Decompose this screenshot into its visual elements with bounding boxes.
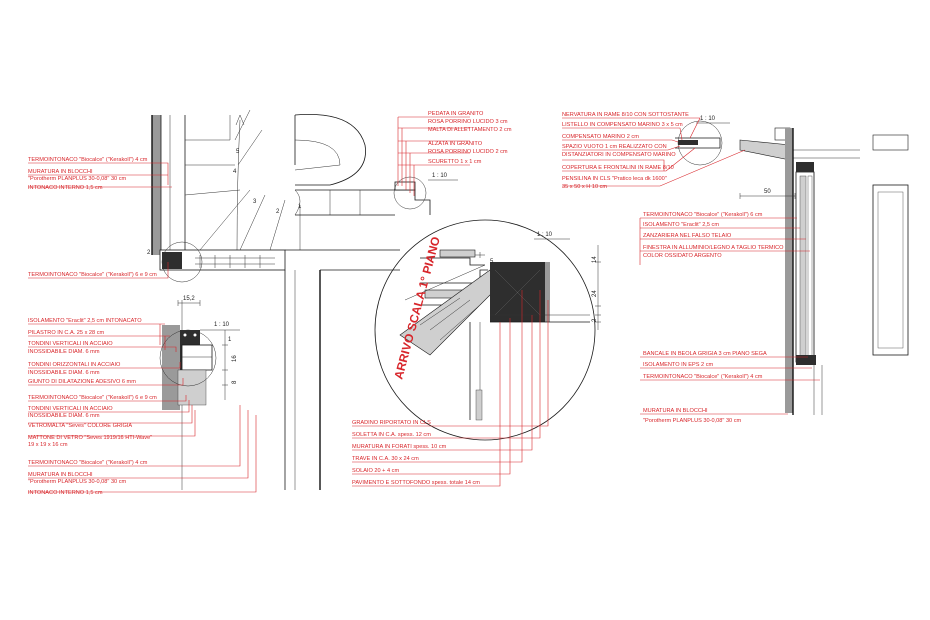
dimension-label: 1 (228, 337, 232, 343)
dimension-label: 14 (592, 256, 598, 263)
labels-left-mid: TERMOINTONACO "Biocalce" ("Kerakoll") 6 … (28, 272, 157, 278)
scale-label: 1 : 10 (537, 232, 553, 238)
labels-window-mid: TERMOINTONACO "Biocalce" ("Kerakoll") 6 … (643, 212, 784, 259)
step-number: 2 (276, 209, 280, 215)
dimension-label: 5 (490, 259, 494, 265)
annotation-label: PENSILINA IN CLS "Pratico leca dk 1600" (562, 176, 667, 182)
dimension-label: 50 (764, 189, 771, 195)
annotation-label: TERMOINTONACO "Biocalce" ("Kerakoll") 4 … (28, 157, 148, 163)
dimension-label: 8 (232, 380, 238, 384)
scale-label: 1 : 10 (214, 322, 230, 328)
column-detail: 15,2 1 16 8 1 : 10 (159, 296, 240, 490)
scale-label: 1 : 10 (432, 173, 448, 179)
annotation-label: COPERTURA E FRONTALINI IN RAME 8/10 (562, 165, 674, 171)
annotation-label: NERVATURA IN RAME 8/10 CON SOTTOSTANTE (562, 112, 689, 118)
dimension-label: 16 (232, 355, 238, 362)
annotation-label: PEDATA IN GRANITO (428, 111, 484, 117)
annotation-label: 35 x 50 x H 10 cm (562, 184, 607, 190)
labels-left-detail: ISOLAMENTO "Eraclit" 2,5 cm INTONACATO P… (28, 318, 157, 448)
labels-top-left: TERMOINTONACO "Biocalce" ("Kerakoll") 4 … (28, 157, 148, 191)
annotation-label: GIUNTO DI DILATAZIONE ADESIVO 6 mm (28, 379, 136, 385)
annotation-label: ALZATA IN GRANITO (428, 141, 483, 147)
annotation-label: TONDINI VERTICALI IN ACCIAIO (28, 406, 113, 412)
annotation-label: VETROMALTA "Seves" COLORE GRIGIA (28, 423, 132, 429)
annotation-label: INTONACO INTERNO 1,5 cm (28, 185, 103, 191)
labels-stair-top: PEDATA IN GRANITO ROSA PORRINO LUCIDO 3 … (428, 111, 512, 165)
step-number: 4 (233, 169, 237, 175)
annotation-label: PAVIMENTO E SOTTOFONDO spess. totale 14 … (352, 480, 480, 486)
labels-window-wall: MURATURA IN BLOCCHI "Porotherm PLANPLUS … (643, 408, 742, 424)
annotation-label: SOLETTA IN C.A. spess. 12 cm (352, 432, 431, 438)
annotation-label: INOSSIDABILE DIAM. 6 mm (28, 349, 100, 355)
labels-bottom-left: TERMOINTONACO "Biocalce" ("Kerakoll") 4 … (28, 460, 148, 496)
annotation-label: SPAZIO VUOTO 1 cm REALIZZATO CON (562, 144, 667, 150)
labels-window-bottom: BANCALE IN BEOLA GRIGIA 3 cm PIANO SEGA … (643, 351, 767, 380)
scale-label: 1 : 10 (700, 116, 716, 122)
annotation-label: MALTA DI ALLETTAMENTO 2 cm (428, 127, 512, 133)
annotation-label: "Porotherm PLANPLUS 30-0,08" 30 cm (28, 176, 127, 182)
annotation-label: GRADINO RIPORTATO IN CLS (352, 420, 431, 426)
dimension-label: 24 (592, 290, 598, 297)
annotation-label: INOSSIDABILE DIAM. 6 mm (28, 370, 100, 376)
annotation-label: PILASTRO IN C.A. 25 x 28 cm (28, 330, 105, 336)
annotation-label: SOLAIO 20 + 4 cm (352, 468, 399, 474)
annotation-label: MURATURA IN BLOCCHI (28, 472, 93, 478)
annotation-label: MURATURA IN FORATI spess. 10 cm (352, 444, 447, 450)
step-number: 3 (253, 199, 257, 205)
section-title: ARRIVO SCALA 1° PIANO (391, 235, 443, 381)
annotation-label: DISTANZIATORI IN COMPENSATO MARINO (562, 152, 676, 158)
annotation-label: TRAVE IN C.A. 30 x 24 cm (352, 456, 419, 462)
annotation-label: "Porotherm PLANPLUS 30-0,08" 30 cm (643, 418, 742, 424)
dimension-label: 2 (592, 318, 598, 322)
annotation-label: INOSSIDABILE DIAM. 6 mm (28, 413, 100, 419)
annotation-label: COMPENSATO MARINO 2 cm (562, 134, 639, 140)
annotation-label: ISOLAMENTO "Eraclit" 2,5 cm (643, 222, 719, 228)
annotation-label: ROSA PORRINO LUCIDO 2 cm (428, 149, 508, 155)
annotation-label: TERMOINTONACO "Biocalce" ("Kerakoll") 4 … (28, 460, 148, 466)
annotation-label: "Porotherm PLANPLUS 30-0,08" 30 cm (28, 479, 127, 485)
annotation-label: COLOR OSSIDATO ARGENTO (643, 253, 722, 259)
annotation-label: FINESTRA IN ALLUMINIO/LEGNO A TAGLIO TER… (643, 245, 784, 251)
annotation-label: TONDINI ORIZZONTALI IN ACCIAIO (28, 362, 121, 368)
window-section: 1 : 10 50 (675, 116, 909, 415)
annotation-label: ROSA PORRINO LUCIDO 3 cm (428, 119, 508, 125)
annotation-label: TERMOINTONACO "Biocalce" ("Kerakoll") 6 … (643, 212, 763, 218)
annotation-label: ISOLAMENTO IN EPS 2 cm (643, 362, 713, 368)
labels-window-top: NERVATURA IN RAME 8/10 CON SOTTOSTANTE L… (562, 112, 689, 190)
labels-stair-bottom: GRADINO RIPORTATO IN CLS SOLETTA IN C.A.… (352, 420, 480, 486)
annotation-label: MURATURA IN BLOCCHI (28, 169, 93, 175)
annotation-label: TERMOINTONACO "Biocalce" ("Kerakoll") 6 … (28, 395, 157, 401)
annotation-label: MURATURA IN BLOCCHI (643, 408, 708, 414)
step-number: 1 (298, 204, 302, 210)
stair-plan: 5 4 3 2 1 2 (147, 109, 400, 490)
leader-lines (28, 116, 820, 493)
dimension-label: 15,2 (183, 296, 195, 302)
annotation-label: ISOLAMENTO "Eraclit" 2,5 cm INTONACATO (28, 318, 142, 324)
annotation-label: SCURETTO 1 x 1 cm (428, 159, 482, 165)
annotation-label: TERMOINTONACO "Biocalce" ("Kerakoll") 6 … (28, 272, 157, 278)
dimension-label: 2 (147, 250, 151, 256)
stair-section: 1 : 10 14 24 2 5 1 : 10 ARRIVO SCALA (374, 173, 601, 441)
annotation-label: 19 x 19 x 16 cm (28, 442, 68, 448)
annotation-label: TONDINI VERTICALI IN ACCIAIO (28, 341, 113, 347)
step-number: 5 (236, 149, 240, 155)
annotation-label: LISTELLO IN COMPENSATO MARINO 3 x 5 cm (562, 122, 683, 128)
annotation-label: INTONACO INTERNO 1,5 cm (28, 490, 103, 496)
annotation-label: BANCALE IN BEOLA GRIGIA 3 cm PIANO SEGA (643, 351, 767, 357)
annotation-label: MATTONE DI VETRO "Seves 1919/16 HTI-Wave… (28, 435, 152, 441)
annotation-label: TERMOINTONACO "Biocalce" ("Kerakoll") 4 … (643, 374, 763, 380)
annotation-label: ZANZARIERA NEL FALSO TELAIO (643, 233, 732, 239)
